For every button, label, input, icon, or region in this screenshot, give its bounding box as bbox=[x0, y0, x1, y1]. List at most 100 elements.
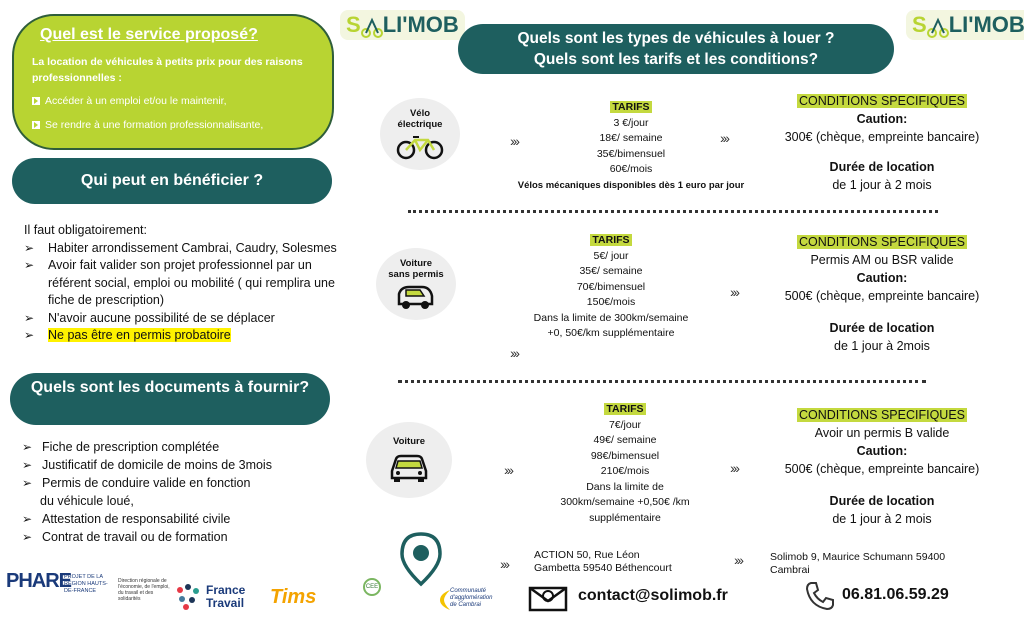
tarifs-label: TARIFS bbox=[604, 403, 646, 415]
duration-value: de 1 jour à 2 mois bbox=[832, 178, 932, 192]
agglo-cambrai-logo: Communauté d'agglomération de Cambrai bbox=[450, 588, 493, 609]
region-logo: PROJET DE LA RÉGION HAUTS-DE-FRANCE bbox=[64, 574, 108, 594]
bullet-icon bbox=[32, 97, 40, 105]
conditions-label: CONDITIONS SPECIFIQUES bbox=[797, 408, 967, 422]
tims-logo: Tims bbox=[270, 586, 317, 608]
highlighted-text: Ne pas être en permis probatoire bbox=[48, 328, 231, 342]
service-item: Accéder à un emploi et/ou le maintenir, bbox=[32, 95, 314, 107]
tarif-line: 300km/semaine +0,50€ /km bbox=[560, 496, 690, 508]
tarif-line: 35€/bimensuel bbox=[596, 147, 666, 160]
tarif-line: 7€/jour bbox=[608, 418, 642, 431]
vehicle-label: Vélo bbox=[409, 108, 431, 119]
tarif-line: 35€/ semaine bbox=[579, 265, 643, 277]
address-line: Cambrai bbox=[770, 564, 810, 576]
bicycle-icon bbox=[396, 136, 444, 160]
vehicle-label: électrique bbox=[397, 119, 443, 130]
condition-line: Permis AM ou BSR valide bbox=[810, 253, 954, 267]
vehicle-bike-badge: Vélo électrique bbox=[380, 98, 460, 170]
tarif-line: 18€/ semaine bbox=[599, 132, 663, 144]
vehicles-heading: Quels sont les types de véhicules à loue… bbox=[458, 24, 894, 74]
vehicle-label: Voiture bbox=[392, 436, 426, 447]
phone-icon bbox=[805, 582, 834, 611]
small-car-conditions: CONDITIONS SPECIFIQUES Permis AM ou BSR … bbox=[752, 233, 1012, 355]
logo-text: Travail bbox=[206, 596, 245, 610]
logo-letter: S bbox=[912, 12, 927, 37]
duration-label: Durée de location bbox=[829, 494, 935, 508]
list-item: du véhicule loué, bbox=[40, 494, 134, 508]
duration-label: Durée de location bbox=[829, 160, 935, 174]
caution-label: Caution: bbox=[856, 271, 908, 285]
logo-text: d'agglomération bbox=[450, 595, 493, 601]
car-icon bbox=[390, 454, 428, 482]
heading-line: Quels sont les types de véhicules à loue… bbox=[517, 30, 835, 47]
contact-email[interactable]: contact@solimob.fr bbox=[578, 587, 728, 604]
list-item: Avoir fait valider son projet profession… bbox=[24, 257, 344, 310]
tarif-line: Dans la limite de 300km/semaine bbox=[533, 311, 689, 324]
tarif-line: 3 €/jour bbox=[613, 116, 649, 129]
caution-value: 500€ (chèque, empreinte bancaire) bbox=[784, 289, 980, 303]
service-item: Se rendre à une formation professionnali… bbox=[32, 119, 314, 131]
duration-value: de 1 jour à 2 mois bbox=[832, 512, 932, 526]
list-item: Attestation de responsabilité civile bbox=[22, 510, 342, 528]
bullet-icon bbox=[32, 121, 40, 129]
moon-icon bbox=[440, 590, 450, 610]
tarif-line: supplémentaire bbox=[589, 511, 661, 524]
dreets-logo: Direction régionale de l'économie, de l'… bbox=[118, 578, 170, 602]
tarifs-label: TARIFS bbox=[590, 234, 632, 246]
chevron-right-icon: ››› bbox=[720, 130, 730, 146]
list-item: Fiche de prescription complétée bbox=[22, 438, 342, 456]
chevron-right-icon: ››› bbox=[734, 552, 744, 568]
scooter-icon bbox=[926, 17, 949, 38]
conditions-label: CONDITIONS SPECIFIQUES bbox=[797, 94, 967, 108]
bike-tarifs: TARIFS 3 €/jour 18€/ semaine 35€/bimensu… bbox=[496, 100, 766, 193]
service-title: Quel est le service proposé? bbox=[40, 26, 258, 43]
tarif-line: +0, 50€/km supplémentaire bbox=[547, 327, 675, 339]
car-conditions: CONDITIONS SPECIFIQUES Avoir un permis B… bbox=[752, 406, 1012, 528]
tarif-note: Vélos mécaniques disponibles dès 1 euro … bbox=[517, 179, 745, 191]
chevron-right-icon: ››› bbox=[510, 133, 520, 149]
address-action50: ACTION 50, Rue Léon Gambetta 59540 Béthe… bbox=[534, 549, 734, 575]
chevron-right-icon: ››› bbox=[510, 345, 520, 361]
location-pin-icon bbox=[400, 532, 442, 587]
beneficiaries-heading: Qui peut en bénéficier ? bbox=[12, 158, 332, 204]
heading-line: Quels sont les tarifs et les conditions? bbox=[533, 51, 819, 68]
tarif-line: Dans la limite de bbox=[586, 480, 664, 493]
tarif-line: 150€/mois bbox=[586, 296, 636, 308]
scooter-icon bbox=[360, 17, 383, 38]
logo-text: France bbox=[206, 583, 246, 597]
separator bbox=[408, 210, 938, 213]
beneficiaries-list: Il faut obligatoirement: Habiter arrondi… bbox=[24, 222, 344, 345]
caution-label: Caution: bbox=[856, 444, 908, 458]
service-item-label: Accéder à un emploi et/ou le maintenir, bbox=[45, 95, 227, 107]
documents-heading: Quels sont les documents à fournir? bbox=[10, 373, 330, 425]
france-travail-icon bbox=[177, 584, 199, 610]
vehicle-car-badge: Voiture bbox=[366, 422, 452, 498]
solimob-logo: S LI'MOB bbox=[340, 10, 465, 40]
address-solimob: Solimob 9, Maurice Schumann 59400 Cambra… bbox=[770, 551, 1010, 577]
service-box: Quel est le service proposé? La location… bbox=[12, 14, 334, 150]
tarif-line: 210€/mois bbox=[600, 465, 650, 477]
documents-list: Fiche de prescription complétée Justific… bbox=[22, 438, 342, 546]
tarifs-label: TARIFS bbox=[610, 101, 652, 113]
phone-number[interactable]: 06.81.06.59.29 bbox=[842, 586, 949, 603]
vehicle-label: sans permis bbox=[388, 269, 444, 280]
list-item: N'avoir aucune possibilité de se déplace… bbox=[24, 310, 344, 328]
tarif-line: 5€/ jour bbox=[593, 249, 629, 262]
address-line: ACTION 50, Rue Léon bbox=[534, 549, 640, 561]
logo-text: de Cambrai bbox=[450, 602, 482, 608]
car-tarifs: TARIFS 7€/jour 49€/ semaine 98€/bimensue… bbox=[520, 402, 730, 526]
beneficiaries-intro: Il faut obligatoirement: bbox=[24, 223, 147, 237]
solimob-logo: S LI'MOB bbox=[906, 10, 1024, 40]
list-item: Justificatif de domicile de moins de 3mo… bbox=[22, 456, 342, 474]
service-item-label: Se rendre à une formation professionnali… bbox=[45, 119, 264, 131]
caution-label: Caution: bbox=[856, 112, 908, 126]
small-car-tarifs: TARIFS 5€/ jour 35€/ semaine 70€/bimensu… bbox=[506, 233, 716, 342]
phare-logo: PHARE bbox=[6, 570, 72, 592]
france-travail-logo: France Travail bbox=[206, 584, 245, 610]
list-item: Contrat de travail ou de formation bbox=[22, 528, 342, 546]
list-item: Ne pas être en permis probatoire bbox=[24, 327, 344, 345]
tarif-line: 98€/bimensuel bbox=[590, 449, 660, 462]
email-icon bbox=[528, 586, 568, 612]
bike-conditions: CONDITIONS SPECIFIQUES Caution: 300€ (ch… bbox=[752, 92, 1012, 194]
logo-text: LI'MOB bbox=[948, 12, 1024, 37]
